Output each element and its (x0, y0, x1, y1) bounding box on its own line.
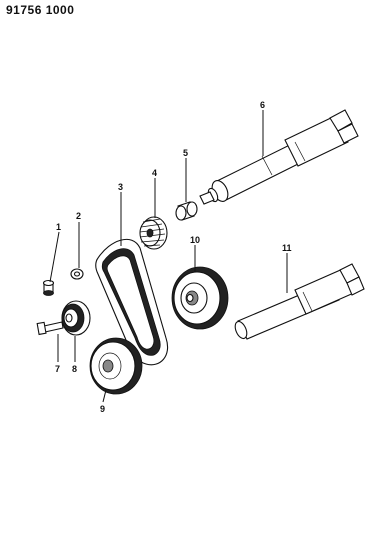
large-sprocket (171, 266, 229, 330)
upper-balance-shaft (199, 109, 359, 205)
callout-8: 8 (72, 364, 77, 374)
callout-7: 7 (55, 364, 60, 374)
timing-belt (95, 238, 168, 366)
callout-9: 9 (100, 404, 105, 414)
callout-11: 11 (282, 243, 292, 253)
callout-labels: 1 2 3 4 5 6 7 8 9 10 11 (55, 100, 292, 414)
bolt (42, 279, 55, 296)
callout-2: 2 (76, 211, 81, 221)
callout-1: 1 (56, 222, 61, 232)
tensioner-pulley (61, 300, 91, 336)
crankshaft-flange (89, 337, 143, 395)
lower-balance-shaft (234, 263, 365, 340)
callout-4: 4 (152, 168, 157, 178)
spacer (175, 201, 198, 221)
document-number: 91756 1000 (6, 3, 75, 17)
callout-6: 6 (260, 100, 265, 110)
washer (70, 268, 84, 280)
callout-10: 10 (190, 235, 200, 245)
tensioner-bolt (36, 321, 64, 336)
callout-5: 5 (183, 148, 188, 158)
callout-3: 3 (118, 182, 123, 192)
small-sprocket (139, 216, 168, 250)
leader-lines (49, 110, 288, 403)
